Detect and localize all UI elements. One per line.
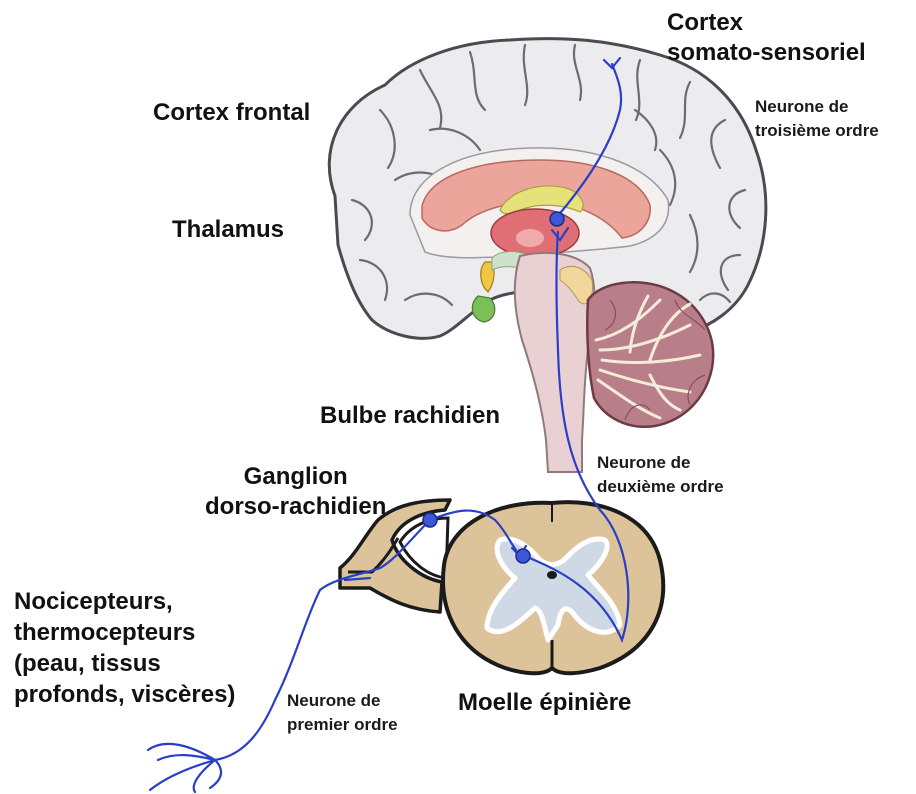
pituitary <box>472 296 494 322</box>
label-line: dorso-rachidien <box>205 492 386 522</box>
label-line: (peau, tissus <box>14 648 235 679</box>
ganglion-soma <box>423 513 437 527</box>
label-line: Ganglion <box>205 462 386 492</box>
label-recepteurs: Nocicepteurs, thermocepteurs (peau, tiss… <box>14 586 235 710</box>
thalamus-highlight <box>516 229 544 247</box>
label-line: profonds, viscères) <box>14 679 235 710</box>
label-line: premier ordre <box>287 713 398 737</box>
label-line: deuxième ordre <box>597 475 724 499</box>
label-line: Neurone de <box>287 689 398 713</box>
label-line: thermocepteurs <box>14 617 235 648</box>
receptor-endings <box>148 744 221 792</box>
label-line: somato-sensoriel <box>667 38 866 68</box>
label-neurone-troisieme-ordre: Neurone de troisième ordre <box>755 95 879 143</box>
label-line: Nocicepteurs, <box>14 586 235 617</box>
second-order-soma <box>516 549 530 563</box>
label-ganglion-dorso-rachidien: Ganglion dorso-rachidien <box>205 462 386 522</box>
spinal-cord <box>340 500 663 673</box>
label-line: Cortex <box>667 8 866 38</box>
label-bulbe-rachidien: Bulbe rachidien <box>320 401 500 431</box>
label-line: Neurone de <box>755 95 879 119</box>
label-moelle-epiniere: Moelle épinière <box>458 688 631 718</box>
label-neurone-deuxieme-ordre: Neurone de deuxième ordre <box>597 451 724 499</box>
label-thalamus: Thalamus <box>172 215 284 245</box>
label-cortex-somato-sensoriel: Cortex somato-sensoriel <box>667 8 866 68</box>
label-line: troisième ordre <box>755 119 879 143</box>
third-order-soma <box>550 212 564 226</box>
label-cortex-frontal: Cortex frontal <box>153 98 310 128</box>
label-line: Neurone de <box>597 451 724 475</box>
central-canal <box>547 571 557 579</box>
label-neurone-premier-ordre: Neurone de premier ordre <box>287 689 398 737</box>
